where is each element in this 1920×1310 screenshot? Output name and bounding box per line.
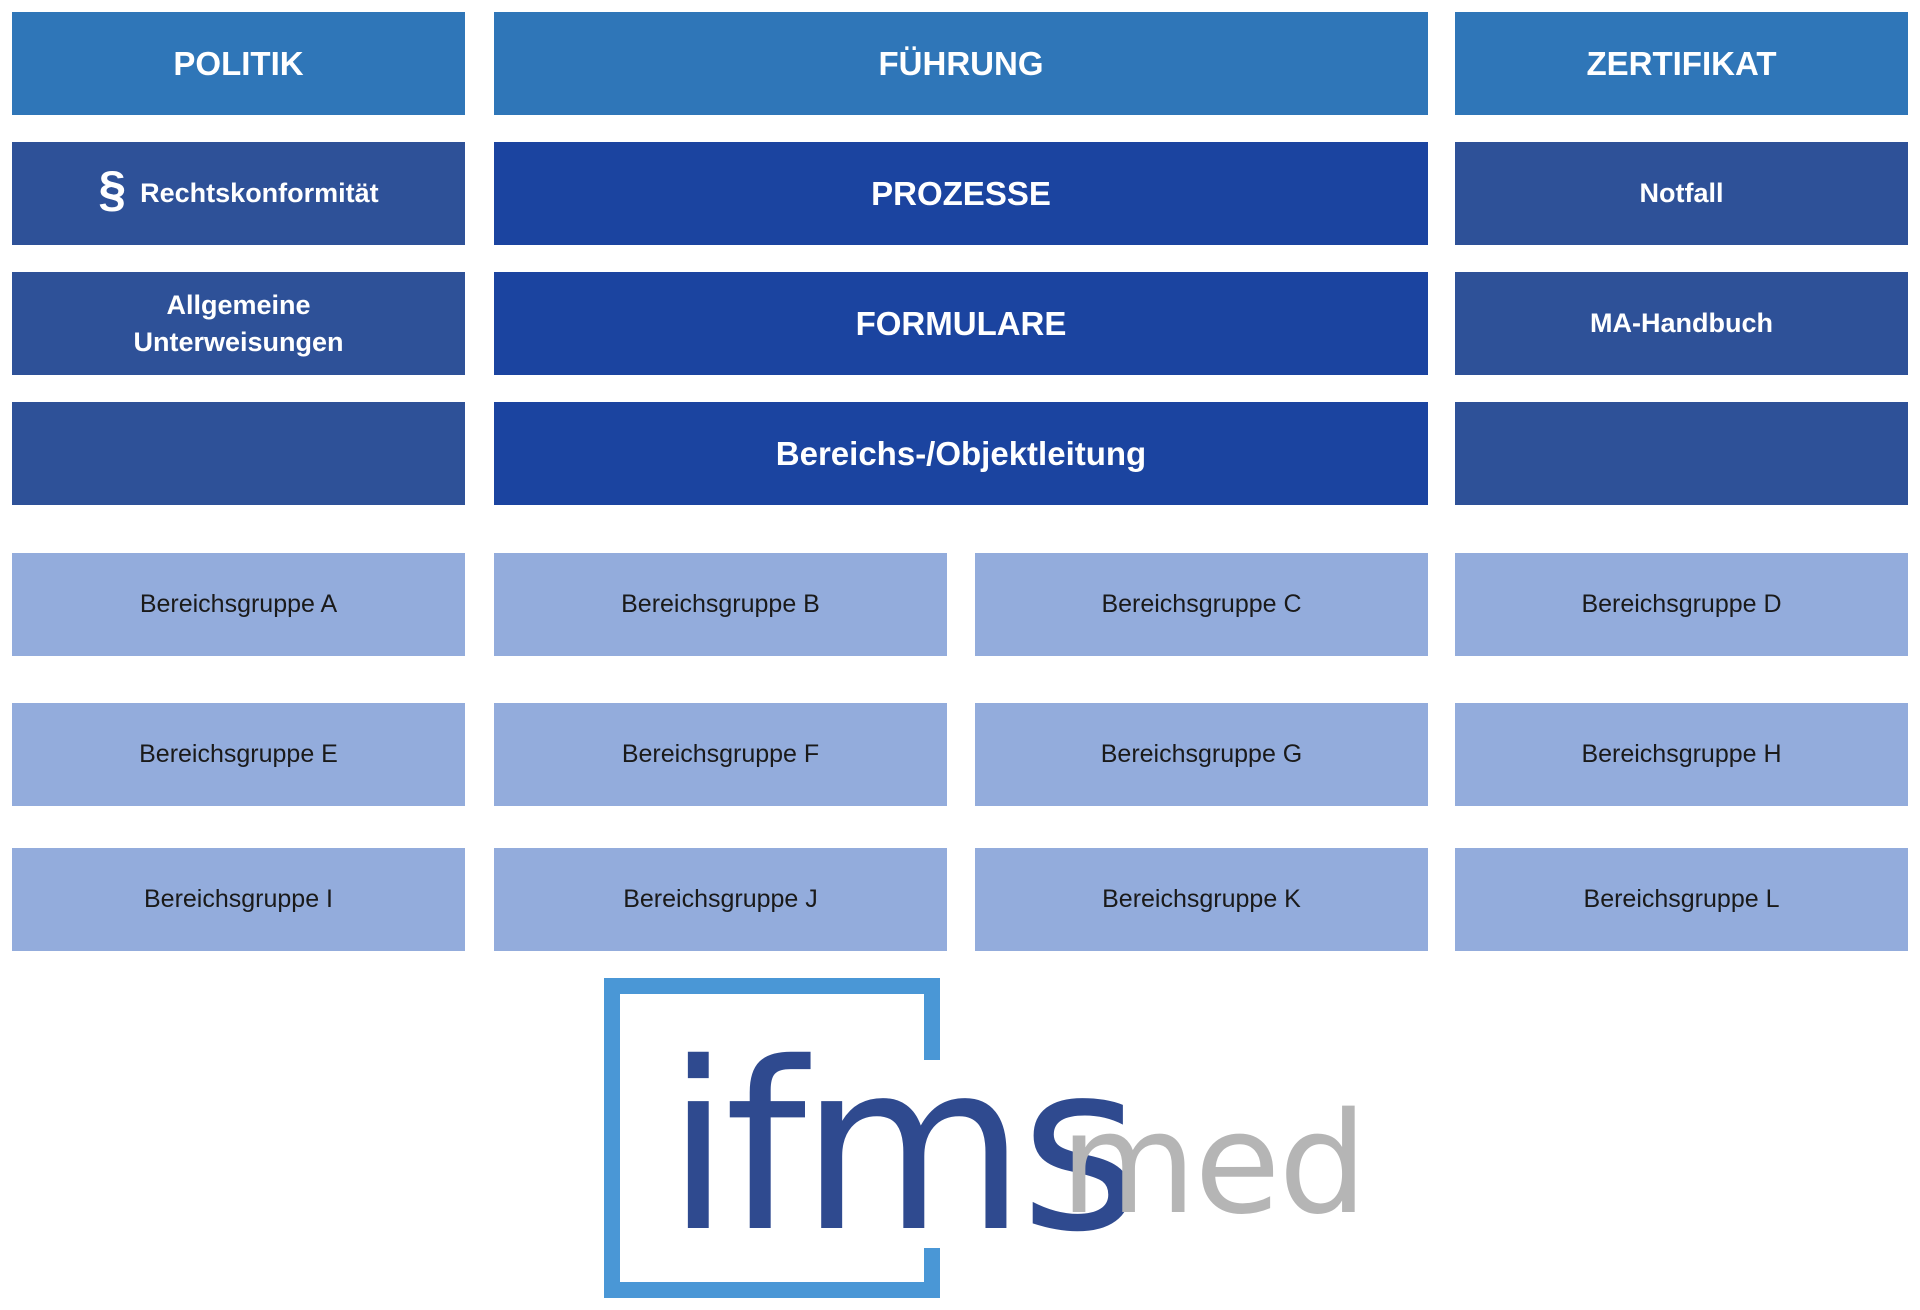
zertifikat-label: ZERTIFIKAT bbox=[1586, 44, 1777, 82]
group-box-j: Bereichsgruppe J bbox=[494, 848, 947, 951]
empty-right-box bbox=[1455, 402, 1908, 505]
prozesse-box: PROZESSE bbox=[494, 142, 1428, 245]
leitung-label: Bereichs-/Objektleitung bbox=[775, 434, 1147, 472]
group-box-k: Bereichsgruppe K bbox=[975, 848, 1428, 951]
logo-suffix-text: med bbox=[1060, 1083, 1367, 1246]
politik-box: POLITIK bbox=[12, 12, 465, 115]
rechtskonformitaet-box: § Rechtskonformität bbox=[12, 142, 465, 245]
group-label-h: Bereichsgruppe H bbox=[1581, 740, 1782, 768]
group-label-b: Bereichsgruppe B bbox=[621, 590, 820, 618]
group-label-a: Bereichsgruppe A bbox=[139, 590, 338, 618]
group-label-d: Bereichsgruppe D bbox=[1581, 590, 1782, 618]
logo-frame-gap bbox=[912, 1060, 952, 1248]
rechtskonformitaet-label: Rechtskonformität bbox=[140, 178, 379, 208]
logo-brand-text: ifms bbox=[666, 1013, 1141, 1283]
paragraph-icon: § bbox=[98, 161, 127, 217]
unterweisungen-label-line2: Unterweisungen bbox=[133, 326, 344, 357]
unterweisungen-box: Allgemeine Unterweisungen bbox=[12, 272, 465, 375]
empty-left-box bbox=[12, 402, 465, 505]
group-label-c: Bereichsgruppe C bbox=[1101, 590, 1302, 618]
zertifikat-box: ZERTIFIKAT bbox=[1455, 12, 1908, 115]
group-label-g: Bereichsgruppe G bbox=[1100, 740, 1303, 768]
group-box-i: Bereichsgruppe I bbox=[12, 848, 465, 951]
group-box-h: Bereichsgruppe H bbox=[1455, 703, 1908, 806]
logo-frame bbox=[604, 978, 940, 1298]
fuehrung-label: FÜHRUNG bbox=[878, 44, 1044, 82]
group-box-f: Bereichsgruppe F bbox=[494, 703, 947, 806]
group-box-e: Bereichsgruppe E bbox=[12, 703, 465, 806]
fuehrung-box: FÜHRUNG bbox=[494, 12, 1428, 115]
group-box-g: Bereichsgruppe G bbox=[975, 703, 1428, 806]
group-box-c: Bereichsgruppe C bbox=[975, 553, 1428, 656]
group-label-k: Bereichsgruppe K bbox=[1102, 885, 1301, 913]
notfall-label: Notfall bbox=[1639, 178, 1724, 208]
group-label-i: Bereichsgruppe I bbox=[143, 885, 333, 913]
group-box-d: Bereichsgruppe D bbox=[1455, 553, 1908, 656]
handbuch-label: MA-Handbuch bbox=[1590, 308, 1773, 338]
group-label-e: Bereichsgruppe E bbox=[139, 740, 338, 768]
group-label-j: Bereichsgruppe J bbox=[623, 885, 818, 913]
politik-label: POLITIK bbox=[173, 44, 304, 82]
group-box-l: Bereichsgruppe L bbox=[1455, 848, 1908, 951]
leitung-box: Bereichs-/Objektleitung bbox=[494, 402, 1428, 505]
group-box-a: Bereichsgruppe A bbox=[12, 553, 465, 656]
handbuch-box: MA-Handbuch bbox=[1455, 272, 1908, 375]
group-label-l: Bereichsgruppe L bbox=[1583, 885, 1780, 913]
notfall-box: Notfall bbox=[1455, 142, 1908, 245]
group-box-b: Bereichsgruppe B bbox=[494, 553, 947, 656]
group-label-f: Bereichsgruppe F bbox=[621, 740, 820, 768]
unterweisungen-label-line1: Allgemeine bbox=[166, 289, 311, 320]
formulare-label: FORMULARE bbox=[855, 304, 1067, 342]
formulare-box: FORMULARE bbox=[494, 272, 1428, 375]
prozesse-label: PROZESSE bbox=[871, 174, 1051, 212]
